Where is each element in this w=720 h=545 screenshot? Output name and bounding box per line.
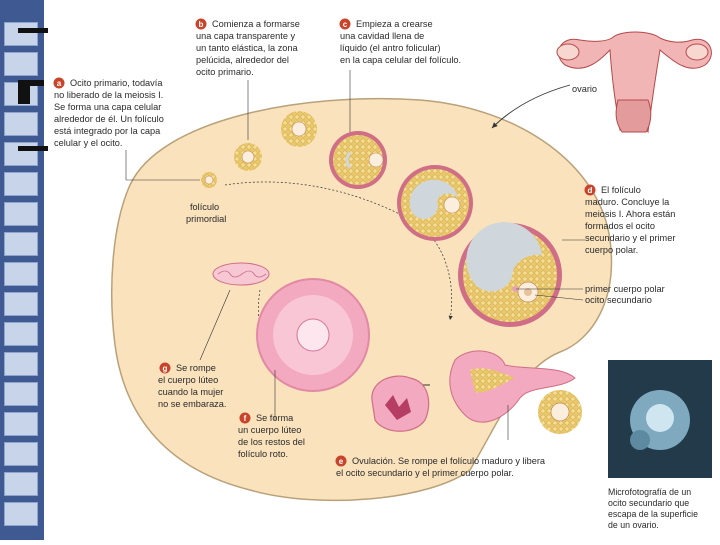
micrograph-photo (608, 360, 712, 478)
label-primordial: folículo (190, 202, 219, 212)
badge-c-text: c (343, 20, 348, 29)
slide-square-mark (18, 80, 30, 92)
caption-e-line: Ovulación. Se rompe el folículo maduro y… (352, 456, 546, 466)
caption-g-line: el cuerpo lúteo (158, 375, 218, 385)
label-polar-body: primer cuerpo polar (585, 284, 665, 294)
caption-a-line: no liberado de la meiosis I. (54, 90, 163, 100)
antral-follicle (397, 165, 473, 241)
strip-tile (4, 292, 38, 316)
corpus-luteum-forming (371, 375, 430, 432)
primary-follicle (234, 143, 262, 171)
badge-b-text: b (199, 20, 204, 29)
caption-b-line: pelúcida, alrededor del (196, 55, 289, 65)
strip-tile (4, 502, 38, 526)
badge-b (195, 18, 207, 30)
caption-c-line: una cavidad llena de (340, 31, 424, 41)
strip-tile (4, 52, 38, 76)
leader-g (199, 289, 231, 361)
caption-c-line: Empieza a crearse (356, 19, 433, 29)
caption-f-line: folículo roto. (238, 449, 288, 459)
ovario-pointer (491, 84, 571, 129)
caption-e-line: el ocito secundario y el primer cuerpo p… (336, 468, 514, 478)
caption-g-line: Se rompe (176, 363, 216, 373)
micrograph-caption: de un ovario. (608, 520, 659, 530)
strip-tile (4, 202, 38, 226)
micrograph-caption: escapa de la superficie (608, 509, 698, 519)
slide-bar-mark (18, 146, 48, 151)
caption-f-line: de los restos del (238, 437, 305, 447)
caption-b-line: un tanto elástica, la zona (196, 43, 299, 53)
strip-tile (4, 232, 38, 256)
label-b: b Comienza a formarse una capa transpare… (195, 18, 300, 77)
caption-a-line: celular y el ocito. (54, 138, 122, 148)
label-d: d El folículo maduro. Concluye la meiosi… (584, 184, 675, 255)
label-a: a Ocito primario, todavía no liberado de… (53, 77, 164, 148)
strip-tile (4, 382, 38, 406)
badge-g (159, 362, 171, 374)
strip-tile (4, 112, 38, 136)
ovarian-cycle-diagram: a Ocito primario, todavía no liberado de… (53, 18, 712, 530)
primordial-follicle (201, 172, 217, 188)
badge-e (335, 455, 347, 467)
caption-f-line: un cuerpo lúteo (238, 425, 301, 435)
label-c: c Empieza a crearse una cavidad llena de… (339, 18, 461, 65)
strip-tile (4, 172, 38, 196)
strip-tile (4, 22, 38, 46)
badge-d (584, 184, 596, 196)
caption-d-line: cuerpo polar. (585, 245, 638, 255)
ovulation-rupture (449, 350, 582, 434)
caption-c-line: en la capa celular del folículo. (340, 55, 461, 65)
caption-b-line: ocito primario. (196, 67, 254, 77)
strip-tile (4, 352, 38, 376)
caption-a-line: Ocito primario, todavía (70, 78, 163, 88)
leader-ocito (534, 294, 584, 301)
badge-a-text: a (57, 79, 62, 88)
label-primordial: primordial (186, 214, 226, 224)
caption-d-line: meiosis I. Ahora están (585, 209, 675, 219)
micrograph-caption: Microfotografía de un (608, 487, 691, 497)
label-e: e Ovulación. Se rompe el folículo maduro… (335, 455, 546, 478)
slide-bar-mark (18, 28, 48, 33)
caption-a-line: está integrado por la capa (54, 126, 161, 136)
badge-a (53, 77, 65, 89)
label-ovario: ovario (572, 84, 597, 94)
caption-d-line: maduro. Concluye la (585, 197, 670, 207)
badge-d-text: d (588, 186, 593, 195)
mature-follicle (458, 222, 562, 327)
badge-e-text: e (339, 457, 344, 466)
micrograph-caption: ocito secundario que (608, 498, 689, 508)
slide-square-mark (18, 92, 30, 104)
figure-panel: a Ocito primario, todavía no liberado de… (44, 0, 720, 540)
badge-f (239, 412, 251, 424)
badge-g-text: g (163, 364, 168, 373)
caption-d-line: El folículo (601, 185, 641, 195)
label-secondary-oocyte: ocito secundario (585, 295, 652, 305)
caption-d-line: formados el ocito (585, 221, 655, 231)
strip-tile (4, 322, 38, 346)
caption-d-line: secundario y el primer (585, 233, 675, 243)
badge-f-text: f (244, 414, 247, 423)
corpus-luteum (256, 278, 370, 392)
badge-c (339, 18, 351, 30)
label-g: g Se rompe el cuerpo lúteo cuando la muj… (158, 362, 226, 409)
caption-g-line: cuando la mujer (158, 387, 223, 397)
caption-a-line: alrededor de él. Un folículo (54, 114, 164, 124)
secondary-follicle (281, 111, 317, 147)
caption-g-line: no se embaraza. (158, 399, 226, 409)
strip-tile (4, 472, 38, 496)
caption-b-line: una capa transparente y (196, 31, 295, 41)
corpus-albicans (212, 262, 270, 286)
caption-b-line: Comienza a formarse (212, 19, 300, 29)
caption-a-line: Se forma una capa celular (54, 102, 161, 112)
caption-f-line: Se forma (256, 413, 294, 423)
label-f: f Se forma un cuerpo lúteo de los restos… (238, 412, 305, 459)
uterus-illustration (556, 31, 712, 134)
strip-tile (4, 412, 38, 436)
strip-tile (4, 442, 38, 466)
caption-c-line: líquido (el antro folicular) (340, 43, 441, 53)
slide-square-mark (30, 80, 44, 86)
strip-tile (4, 262, 38, 286)
antral-follicle-early (329, 131, 387, 189)
